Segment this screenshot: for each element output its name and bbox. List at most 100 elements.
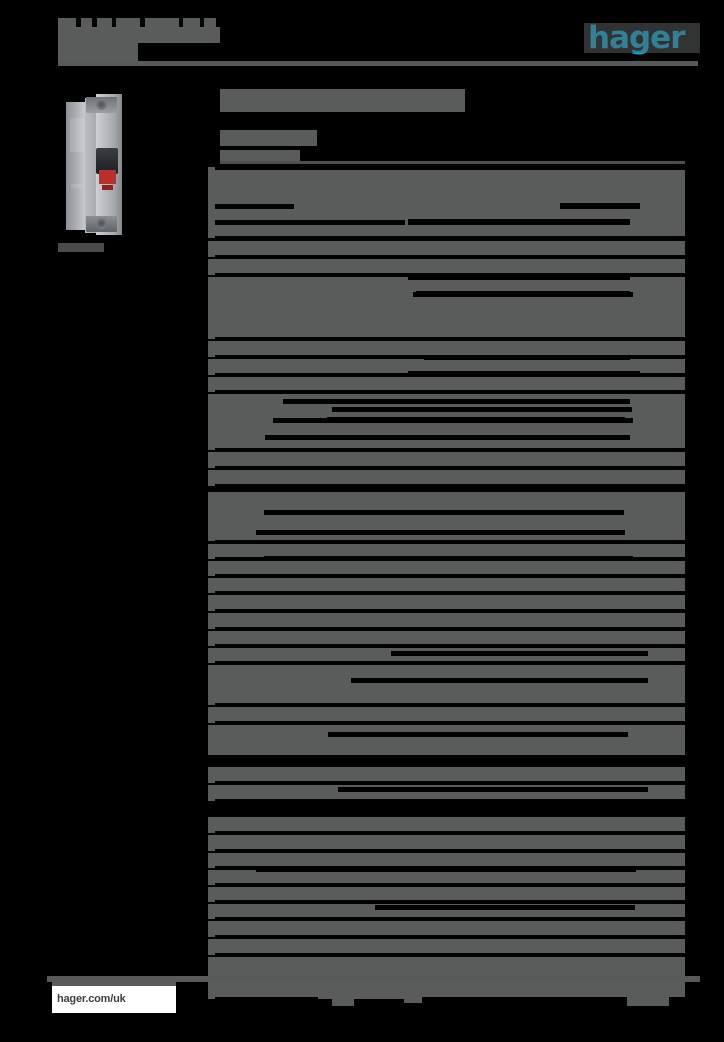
- spec-value-redaction: [408, 219, 630, 224]
- header-subtitle-redaction: [58, 43, 138, 61]
- spec-row-separator: [215, 167, 685, 170]
- spec-row-separator: [215, 337, 685, 341]
- spec-row-band: [208, 817, 685, 833]
- spec-row-band: [208, 853, 685, 868]
- page-header: hager: [0, 0, 724, 78]
- footer-center-redaction: [318, 989, 404, 999]
- spec-row-band: [208, 277, 685, 339]
- footer-url[interactable]: hager.com/uk: [57, 993, 126, 1005]
- spec-value-redaction: [264, 510, 624, 515]
- spec-row-band: [208, 613, 685, 629]
- spec-value-redaction: [391, 651, 648, 656]
- header-title-redaction: [58, 27, 220, 43]
- spec-row-band: [208, 835, 685, 851]
- spec-value-redaction: [328, 732, 628, 737]
- spec-row-band: [208, 578, 685, 593]
- mcb-body-left: [66, 102, 86, 230]
- spec-row-separator: [215, 390, 685, 394]
- mcb-toggle-indicator: [102, 185, 113, 190]
- spec-row-separator: [215, 574, 685, 578]
- header-title-redaction: [58, 18, 76, 27]
- spec-row-band: [208, 631, 685, 646]
- spec-row-band: [208, 887, 685, 902]
- spec-value-redaction: [424, 355, 630, 360]
- spec-row-band: [208, 870, 685, 885]
- header-title-redaction: [116, 18, 140, 27]
- spec-value-redaction: [351, 678, 648, 683]
- spec-row-band: [208, 725, 685, 755]
- page-footer: hager.com/uk: [0, 960, 724, 1024]
- spec-value-redaction: [375, 905, 635, 910]
- spec-value-redaction: [264, 556, 633, 561]
- spec-row-band: [208, 167, 685, 238]
- mcb-toggle-lever: [96, 148, 118, 174]
- spec-row-band: [208, 921, 685, 937]
- spec-row-separator: [215, 540, 685, 544]
- spec-row-separator: [215, 997, 685, 1003]
- spec-row-band: [208, 377, 685, 392]
- spec-row-separator: [215, 204, 294, 209]
- spec-row-separator: [215, 799, 685, 817]
- logo-redaction-overlay: [584, 23, 700, 53]
- spec-row-separator: [215, 953, 685, 957]
- header-title-redaction: [97, 18, 112, 27]
- spec-row-separator: [215, 591, 685, 595]
- spec-row-band: [208, 939, 685, 955]
- spec-value-redaction: [265, 435, 630, 440]
- product-caption-redaction: [58, 243, 104, 252]
- spec-row-separator: [332, 407, 632, 412]
- section-divider: [220, 161, 685, 164]
- spec-row-separator: [215, 917, 685, 921]
- footer-url-box: [52, 986, 176, 1013]
- spec-value-redaction: [408, 275, 630, 280]
- spec-row-separator: [215, 935, 685, 939]
- specification-table: [205, 167, 685, 1042]
- spec-value-redaction: [256, 530, 625, 535]
- spec-row-separator: [215, 661, 685, 665]
- spec-row-band: [208, 665, 685, 705]
- spec-row-separator: [215, 609, 685, 613]
- mcb-terminal-screw-top: [96, 99, 107, 110]
- hager-logo: hager: [584, 22, 700, 54]
- header-title-redaction: [204, 18, 216, 27]
- page-title: [220, 89, 465, 112]
- spec-row-band: [208, 544, 685, 559]
- spec-row-separator: [215, 627, 685, 631]
- mcb-terminal-screw-bottom: [96, 218, 107, 229]
- spec-value-redaction: [560, 203, 640, 208]
- spec-row-separator: [215, 703, 685, 707]
- header-title-redaction: [81, 18, 92, 27]
- header-divider: [58, 61, 698, 66]
- mcb-label-area: [70, 118, 84, 152]
- spec-row-separator: [215, 644, 685, 648]
- footer-left-redaction: [52, 982, 176, 988]
- footer-center-redaction: [404, 995, 422, 1003]
- spec-row-band: [208, 241, 685, 257]
- spec-row-separator: [215, 466, 685, 470]
- mcb-toggle-window: [99, 170, 116, 184]
- product-image: [52, 88, 184, 258]
- spec-value-redaction: [416, 291, 630, 296]
- spec-row-separator: [215, 484, 685, 489]
- spec-row-band: [208, 470, 685, 486]
- footer-right-redaction: [627, 994, 669, 1006]
- spec-value-redaction: [303, 759, 648, 764]
- header-title-redaction: [145, 18, 179, 27]
- footer-right-redaction: [626, 987, 674, 994]
- spec-row-band: [208, 259, 685, 275]
- header-title-redaction: [183, 18, 200, 27]
- footer-divider: [47, 976, 700, 982]
- section-heading: [220, 150, 300, 161]
- spec-value-redaction: [327, 417, 625, 422]
- spec-row-band: [208, 767, 685, 783]
- spec-row-separator: [215, 236, 685, 241]
- spec-value-redaction: [256, 867, 636, 872]
- footer-center-redaction: [332, 999, 354, 1006]
- spec-row-separator: [215, 255, 685, 259]
- spec-row-separator: [215, 220, 405, 225]
- spec-row-band: [208, 452, 685, 468]
- spec-row-separator: [215, 900, 685, 904]
- spec-value-redaction: [338, 787, 648, 792]
- spec-row-separator: [215, 721, 685, 725]
